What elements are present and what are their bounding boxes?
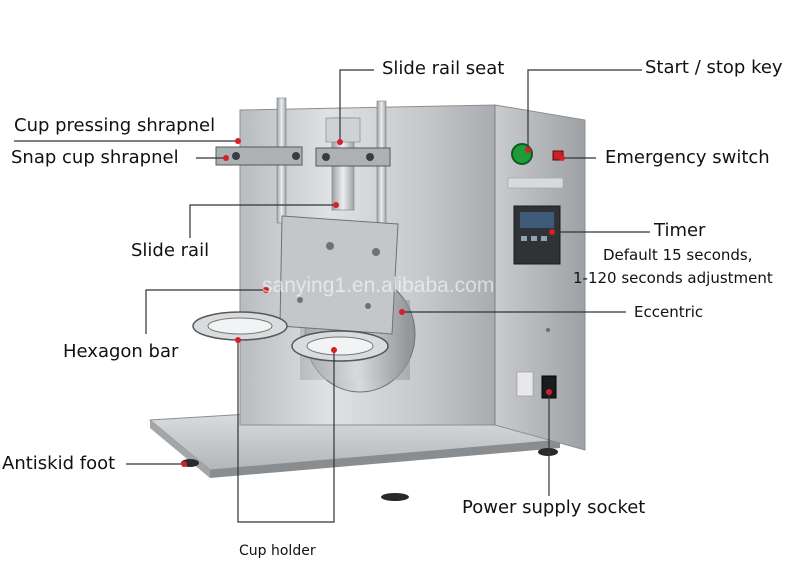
shrapnel-clamps [215, 146, 391, 167]
start-stop-key-shape [511, 143, 533, 165]
label-timer: Timer [654, 220, 706, 241]
label-eccentric: Eccentric [634, 303, 704, 321]
label-cup-holder: Cup holder [239, 543, 316, 559]
label-cup-pressing-shrapnel: Cup pressing shrapnel [14, 115, 216, 136]
label-slide-rail: Slide rail [131, 240, 210, 261]
label-timer-note-range: 1-120 seconds adjustment [573, 269, 773, 287]
label-antiskid-foot: Antiskid foot [2, 453, 116, 474]
label-snap-cup-shrapnel: Snap cup shrapnel [11, 147, 179, 168]
label-timer-note-default: Default 15 seconds, [603, 246, 753, 264]
leader-lines [14, 69, 650, 523]
label-hexagon-bar: Hexagon bar [63, 341, 179, 362]
label-power-supply-socket: Power supply socket [462, 497, 646, 518]
label-start-stop-key: Start / stop key [645, 57, 783, 78]
pressing-plate [279, 215, 399, 335]
callout-dots [181, 138, 565, 467]
label-emergency-switch: Emergency switch [605, 147, 770, 168]
cup-holders [192, 311, 389, 362]
label-slide-rail-seat: Slide rail seat [382, 58, 505, 79]
watermark: sanying1.en.alibaba.com [262, 274, 494, 297]
